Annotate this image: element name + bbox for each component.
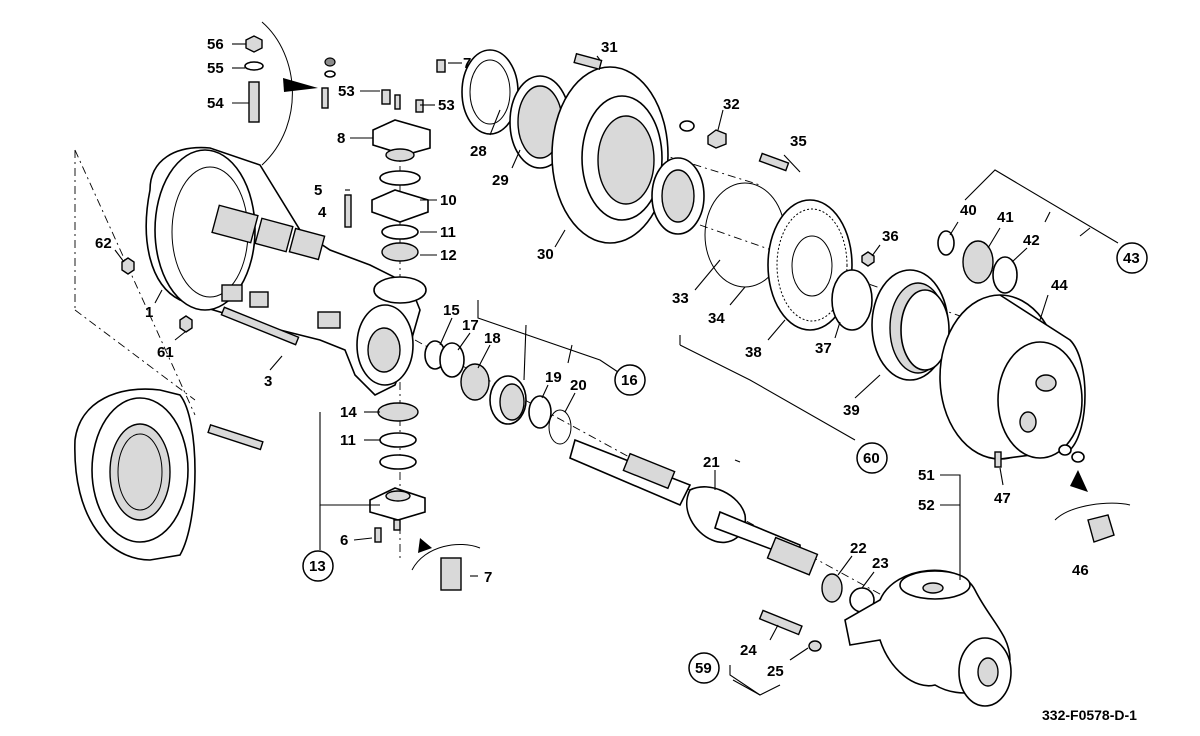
label-39: 39 <box>843 402 860 419</box>
detail-callouts <box>244 21 1131 591</box>
label-12: 12 <box>440 247 457 264</box>
label-28: 28 <box>470 143 487 160</box>
label-10: 10 <box>440 192 457 209</box>
planetary-set <box>704 152 950 381</box>
label-61: 61 <box>157 344 174 361</box>
label-43: 43 <box>1123 250 1140 267</box>
label-52: 52 <box>918 497 935 514</box>
label-60: 60 <box>863 450 880 467</box>
label-7-top: 7 <box>463 55 471 72</box>
drawing-code: 332-F0578-D-1 <box>1042 707 1137 723</box>
label-23: 23 <box>872 555 889 572</box>
label-44: 44 <box>1051 277 1068 294</box>
label-29: 29 <box>492 172 509 189</box>
planet-carrier <box>939 294 1086 468</box>
label-40: 40 <box>960 202 977 219</box>
label-14: 14 <box>340 404 357 421</box>
flange-ring <box>74 388 196 561</box>
label-35: 35 <box>790 133 807 150</box>
label-56: 56 <box>207 36 224 53</box>
label-11-bottom: 11 <box>340 432 356 449</box>
steering-knuckle <box>844 569 1012 707</box>
label-32: 32 <box>723 96 740 113</box>
label-13: 13 <box>309 558 326 575</box>
label-54: 54 <box>207 95 224 112</box>
label-19: 19 <box>545 369 562 386</box>
label-5: 5 <box>314 182 322 199</box>
label-11-top: 11 <box>440 224 456 241</box>
fasteners <box>121 194 822 652</box>
part-labels: 56 55 54 7 53 53 8 28 29 30 31 32 5 4 10… <box>95 36 1140 680</box>
axle-housing <box>145 146 427 396</box>
label-31: 31 <box>601 39 618 56</box>
label-21: 21 <box>703 454 720 471</box>
label-53-left: 53 <box>338 83 355 100</box>
shaft-bearings <box>424 340 572 445</box>
label-55: 55 <box>207 60 224 77</box>
label-22: 22 <box>850 540 867 557</box>
label-4: 4 <box>318 204 327 221</box>
label-3: 3 <box>264 373 272 390</box>
label-53-right: 53 <box>438 97 455 114</box>
planet-gears <box>937 230 1018 294</box>
label-41: 41 <box>997 209 1014 226</box>
label-46: 46 <box>1072 562 1089 579</box>
label-36: 36 <box>882 228 899 245</box>
label-38: 38 <box>745 344 762 361</box>
label-51: 51 <box>918 467 935 484</box>
drive-shaft <box>569 438 875 613</box>
label-24: 24 <box>740 642 757 659</box>
label-7-bottom: 7 <box>484 569 492 586</box>
label-37: 37 <box>815 340 832 357</box>
label-59: 59 <box>695 660 712 677</box>
label-33: 33 <box>672 290 689 307</box>
label-47: 47 <box>994 490 1011 507</box>
assembly-circles <box>302 242 1148 684</box>
leader-lines <box>114 43 1119 696</box>
label-34: 34 <box>708 310 725 327</box>
wheel-hub <box>461 49 727 244</box>
label-30: 30 <box>537 246 554 263</box>
label-15: 15 <box>443 302 460 319</box>
label-62: 62 <box>95 235 112 252</box>
label-16: 16 <box>621 372 638 389</box>
label-20: 20 <box>570 377 587 394</box>
label-17: 17 <box>462 317 479 334</box>
label-42: 42 <box>1023 232 1040 249</box>
king-pin-upper <box>321 57 446 262</box>
label-25: 25 <box>767 663 784 680</box>
king-pin-lower <box>369 402 426 543</box>
label-18: 18 <box>484 330 501 347</box>
label-8: 8 <box>337 130 345 147</box>
label-1: 1 <box>145 304 153 321</box>
label-6: 6 <box>340 532 348 549</box>
